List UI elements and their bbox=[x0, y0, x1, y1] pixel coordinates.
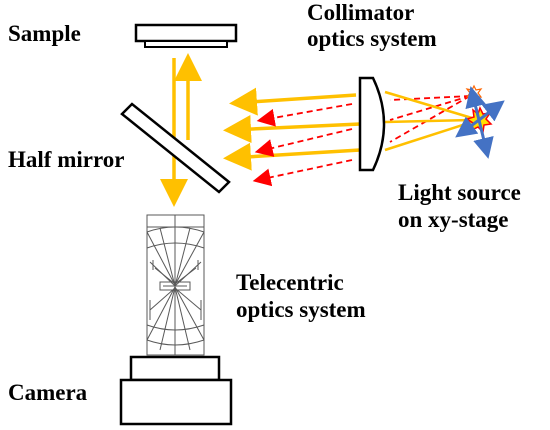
label-telecentric-line1: Telecentric bbox=[236, 270, 344, 295]
label-sample: Sample bbox=[8, 21, 81, 46]
camera-component bbox=[119, 355, 233, 426]
label-light-source-line2: on xy-stage bbox=[398, 207, 509, 232]
label-telecentric-line2: optics system bbox=[236, 297, 366, 322]
source-rays bbox=[384, 90, 473, 152]
label-collimator-line1: Collimator bbox=[307, 0, 414, 25]
label-camera: Camera bbox=[8, 380, 88, 405]
telecentric-lens bbox=[146, 214, 205, 356]
offset-beams bbox=[252, 95, 471, 187]
vertical-beams bbox=[160, 53, 202, 207]
label-half-mirror: Half mirror bbox=[8, 147, 124, 172]
label-collimator-line2: optics system bbox=[307, 26, 437, 51]
label-light-source-line1: Light source bbox=[398, 180, 521, 205]
collimator-lens bbox=[358, 76, 386, 172]
half-mirror bbox=[120, 102, 231, 194]
sample-component bbox=[134, 23, 238, 48]
collimated-beams bbox=[223, 87, 361, 171]
xy-stage-arrows bbox=[455, 86, 505, 159]
